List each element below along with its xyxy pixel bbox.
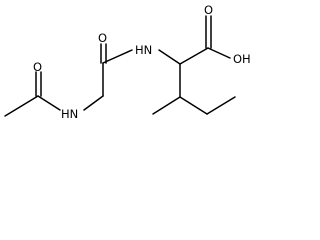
bond-beta-to-gamma-c [179, 96, 208, 115]
bond-methyl-to-carbonyl [4, 95, 39, 117]
atom-label-amide-nh: HN [135, 43, 152, 57]
structure-diagram: O HN O HN O OH [4, 3, 251, 121]
bond-gamma-to-delta-c [206, 96, 236, 115]
atom-label-carbonyl-oxygen: O [204, 3, 213, 17]
atom-label-acetyl-oxygen: O [33, 60, 42, 74]
bond-acid-c-oh [207, 47, 231, 59]
bond-n-to-ch2 [83, 95, 104, 111]
bond-beta-to-methyl [152, 96, 181, 115]
bond-alpha-to-cooh-c [179, 47, 209, 65]
bond-amide-c-to-n [102, 49, 133, 64]
bond-acetyl-c-to-n [37, 95, 61, 111]
skeletal-formula: O HN O HN O OH [4, 3, 251, 121]
bond-n-to-alpha-c [158, 49, 181, 65]
atom-label-amide-oxygen: O [98, 31, 107, 45]
atom-label-hydroxyl: OH [233, 52, 251, 66]
atom-label-acetyl-nh: HN [61, 107, 78, 121]
